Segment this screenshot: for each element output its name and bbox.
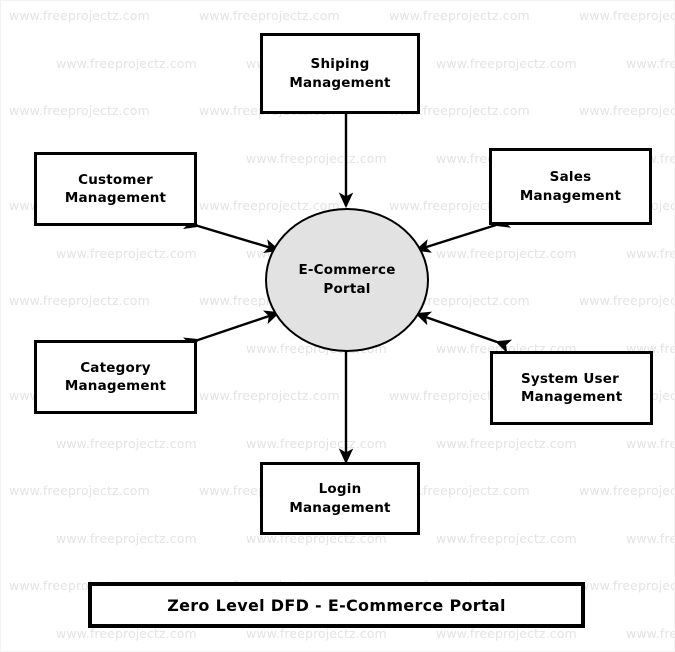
entity-system-user-management-label: System User Management (521, 370, 623, 405)
entity-shiping-management[interactable]: Shiping Management (260, 33, 420, 114)
watermark-text: www.freeprojectz.com (579, 483, 674, 498)
watermark-text: www.freeprojectz.com (579, 578, 674, 593)
flow-system-user-arrow (414, 311, 513, 354)
watermark-text: www.freeprojectz.com (436, 55, 577, 71)
entity-login-management-label: Login Management (289, 481, 391, 516)
watermark-text: www.freeprojectz.com (9, 293, 150, 308)
watermark-text: www.freeprojectz.com (9, 8, 150, 23)
watermark-text: www.freeprojectz.com (199, 198, 340, 213)
watermark-text: www.freeprojectz.com (436, 435, 577, 451)
diagram-caption: Zero Level DFD - E-Commerce Portal (88, 582, 585, 628)
entity-category-management[interactable]: Category Management (34, 340, 197, 414)
flow-customer-arrow (183, 215, 281, 254)
process-label-line1: E-Commerce (298, 262, 396, 279)
flow-category-arrow (182, 310, 281, 352)
watermark-text: www.freeprojectz.com (199, 8, 340, 23)
watermark-text: www.freeprojectz.com (246, 150, 387, 166)
watermark-text: www.freeprojectz.com (56, 435, 197, 451)
flow-sales-arrow (414, 214, 511, 253)
entity-login-management[interactable]: Login Management (260, 462, 420, 535)
process-label: E-Commerce Portal (298, 261, 395, 299)
entity-shiping-management-label: Shiping Management (289, 56, 391, 91)
watermark-text: www.freeprojectz.com (626, 245, 674, 261)
watermark-text: www.freeprojectz.com (626, 435, 674, 451)
diagram-title: Zero Level DFD - E-Commerce Portal (167, 595, 506, 615)
entity-category-management-label: Category Management (64, 359, 167, 394)
entity-system-user-management[interactable]: System User Management (490, 351, 653, 425)
watermark-text: www.freeprojectz.com (9, 483, 150, 498)
watermark-text: www.freeprojectz.com (626, 625, 674, 641)
watermark-text: www.freeprojectz.com (389, 8, 530, 23)
entity-customer-management[interactable]: Customer Management (34, 152, 197, 226)
watermark-text: www.freeprojectz.com (246, 435, 387, 451)
process-label-line2: Portal (323, 281, 371, 297)
entity-sales-management[interactable]: Sales Management (489, 148, 652, 225)
watermark-text: www.freeprojectz.com (56, 245, 197, 261)
watermark-text: www.freeprojectz.com (626, 55, 674, 71)
watermark-text: www.freeprojectz.com (626, 530, 674, 546)
watermark-text: www.freeprojectz.com (436, 530, 577, 546)
watermark-text: www.freeprojectz.com (579, 8, 674, 23)
watermark-text: www.freeprojectz.com (56, 530, 197, 546)
watermark-text: www.freeprojectz.com (579, 103, 674, 118)
watermark-text: www.freeprojectz.com (579, 293, 674, 308)
watermark-text: www.freeprojectz.com (9, 103, 150, 118)
watermark-text: www.freeprojectz.com (199, 388, 340, 403)
entity-customer-management-label: Customer Management (64, 171, 167, 206)
entity-sales-management-label: Sales Management (519, 169, 622, 204)
watermark-text: www.freeprojectz.com (56, 55, 197, 71)
watermark-text: www.freeprojectz.com (436, 245, 577, 261)
process-e-commerce-portal[interactable]: E-Commerce Portal (265, 208, 429, 352)
